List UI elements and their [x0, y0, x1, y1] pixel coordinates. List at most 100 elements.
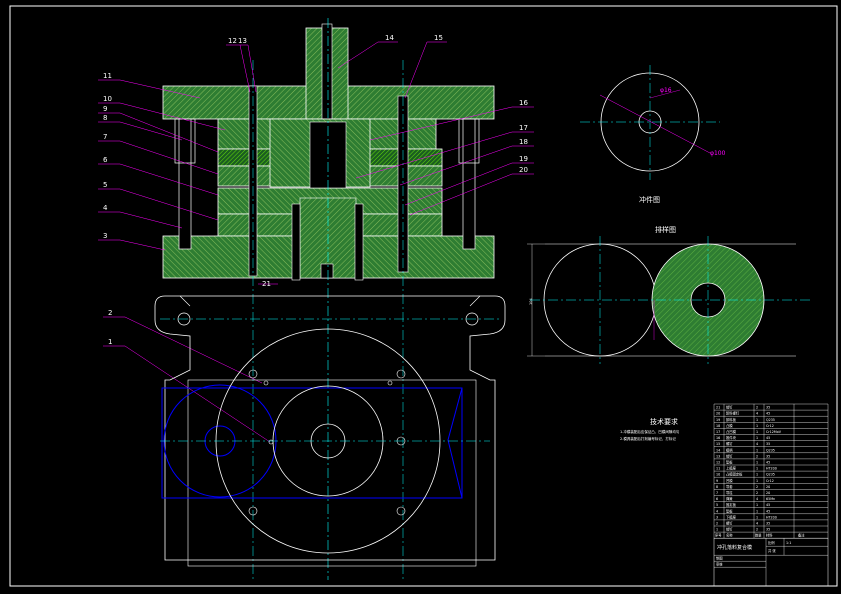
bom-row-name: 上模座	[726, 466, 737, 471]
part-no-5: 5	[103, 181, 107, 189]
part-no-8: 8	[103, 114, 107, 122]
bom-row-no: 1	[716, 528, 718, 532]
bom-row-name: 固定板	[726, 502, 737, 507]
bom-row-name: 销钉	[726, 453, 733, 458]
stripper-bolt-left	[291, 203, 301, 281]
bom-row-no: 7	[716, 491, 718, 495]
bom-row-no: 2	[716, 522, 718, 526]
part-no-17: 17	[519, 124, 528, 132]
svg-text:φ100: φ100	[710, 150, 726, 157]
bom-row-qty: 1	[756, 418, 758, 422]
layout-label: 排样图	[655, 225, 676, 234]
bom-row-mat: 20	[766, 485, 770, 489]
bom-row-no: 13	[716, 454, 720, 458]
punch-part-label: 冲件图	[639, 195, 660, 204]
bom-row-qty: 1	[756, 509, 758, 513]
bom-row-name: 凸凹模	[726, 429, 737, 434]
bom-row-name: 凸模固定板	[726, 472, 743, 477]
guide-bush-right	[458, 118, 480, 164]
bom-row-mat: 35	[766, 454, 770, 458]
bom-row-no: 8	[716, 485, 718, 489]
bom-row-name: 凸模	[726, 423, 733, 428]
bom-row-mat: 20	[766, 491, 770, 495]
bom-row-name: 弹簧	[726, 496, 733, 501]
part-no-2: 2	[108, 309, 112, 317]
check-label: 审核	[716, 562, 723, 567]
bom-row-qty: 4	[756, 522, 758, 526]
bom-header-mat: 材料	[766, 533, 773, 538]
left-part-numbers: 11 10 9 8 7 6 5 4 3 2 1	[103, 72, 112, 346]
part-no-1: 1	[108, 338, 112, 346]
punch-part-view: φ16 φ100	[580, 65, 726, 180]
part-no-12: 12	[228, 37, 237, 45]
bom-row-qty: 1	[756, 503, 758, 507]
scale-value: 1:1	[786, 541, 791, 545]
bom-row-name: 卸料螺钉	[726, 411, 740, 416]
bom-row-mat: 65Mn	[766, 497, 775, 501]
drawing-border	[9, 5, 838, 587]
part-no-6: 6	[103, 156, 108, 164]
bom-row-qty: 2	[756, 406, 758, 410]
section-view	[162, 18, 495, 580]
part-no-7: 7	[103, 133, 107, 141]
bom-row-mat: 45	[766, 509, 770, 513]
part-no-15: 15	[434, 34, 443, 42]
bom-row-mat: Q235	[766, 418, 775, 422]
bom-row-qty: 1	[756, 448, 758, 452]
bom-row-qty: 1	[756, 430, 758, 434]
bom-row-no: 19	[716, 418, 720, 422]
bom-row-mat: HT200	[766, 515, 777, 519]
part-no-20: 20	[519, 166, 528, 174]
part-no-10: 10	[103, 95, 112, 103]
title-block-name: 冲孔落料复合模	[717, 544, 752, 551]
bom-row-name: 模柄	[726, 447, 733, 452]
top-leaders	[226, 41, 447, 99]
bom-row-mat: Q235	[766, 473, 775, 477]
bom-row-mat: 35	[766, 406, 770, 410]
strip-layout-view: 104	[527, 236, 810, 364]
bom-row-no: 9	[716, 479, 718, 483]
bom-row-no: 20	[716, 412, 720, 416]
bom-row-name: 推件块	[726, 435, 737, 440]
left-leaders	[98, 79, 271, 443]
bom-header-name: 名称	[726, 533, 733, 538]
svg-text:104: 104	[529, 298, 533, 305]
part-no-21: 21	[262, 280, 271, 288]
plan-view	[154, 295, 506, 567]
part-no-14: 14	[385, 34, 394, 42]
bom-row-qty: 2	[756, 491, 758, 495]
bom-row-no: 6	[716, 497, 718, 501]
bom-row-no: 12	[716, 461, 720, 465]
bom-row-no: 14	[716, 448, 720, 452]
bom-row-qty: 2	[756, 528, 758, 532]
bom-row-no: 15	[716, 442, 720, 446]
bom-row-mat: 45	[766, 461, 770, 465]
bom-row-mat: Cr12	[766, 479, 774, 483]
bom-row-name: 销钉	[726, 527, 733, 532]
bom-row-name: 螺钉	[726, 441, 733, 446]
bom-header-note: 备注	[798, 533, 805, 538]
bom-row-name: 垫板	[726, 460, 733, 465]
part-no-19: 19	[519, 155, 528, 163]
bom-row-name: 导柱	[726, 490, 733, 495]
bom-row-qty: 4	[756, 412, 758, 416]
bom-row-name: 导套	[726, 484, 733, 489]
bom-row-no: 5	[716, 503, 718, 507]
bom-row-qty: 1	[756, 479, 758, 483]
bom-row-qty: 1	[756, 424, 758, 428]
tech-line-2: 2.模具装配后打刻编号标记，打标记	[620, 436, 676, 441]
tech-line-1: 1.冲模装配后应保证凸、凹模间隙均匀	[620, 429, 680, 434]
bom-row-mat: Q235	[766, 448, 775, 452]
bom-row-name: 卸料板	[726, 417, 737, 422]
svg-text:φ16: φ16	[660, 87, 672, 94]
bom-row-name: 螺钉	[726, 521, 733, 526]
bom-row-mat: Cr12MoV	[766, 430, 782, 434]
bom-row-qty: 1	[756, 473, 758, 477]
bom-header-qty: 数量	[755, 533, 762, 538]
stripper-bolt-right	[354, 203, 364, 281]
guide-post-left	[178, 118, 192, 250]
bom-row-name: 凹模	[726, 478, 733, 483]
part-no-13: 13	[238, 37, 247, 45]
part-no-16: 16	[519, 99, 528, 107]
